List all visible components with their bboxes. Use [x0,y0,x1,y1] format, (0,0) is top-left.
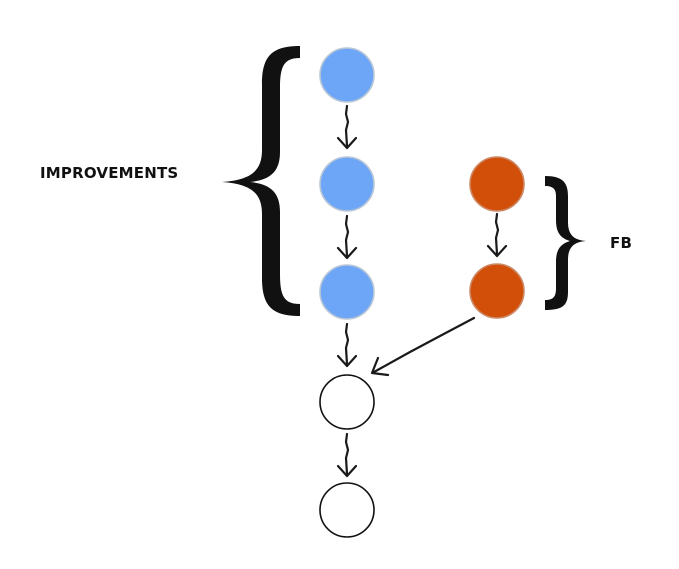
edge-fb-1-to-fb-2 [486,212,508,258]
commit-node-improvement-2 [319,156,375,212]
edge-improvement-3-to-base-1 [336,322,358,368]
commit-node-fb-1 [469,156,525,212]
commit-node-fb-2 [469,263,525,319]
edge-base-1-to-base-2 [336,432,358,478]
improvements-label: IMPROVEMENTS [40,164,178,182]
edge-improvement-1-to-improvement-2 [336,104,358,150]
fb-label: FB [610,234,632,252]
edge-improvement-2-to-improvement-3 [336,214,358,260]
commit-node-base-2 [319,482,375,538]
fb-brace [545,176,586,310]
commit-node-improvement-1 [319,47,375,103]
edge-fb-2-to-base-1 [370,316,476,377]
commit-node-improvement-3 [319,264,375,320]
improvements-brace [222,46,300,316]
commit-node-base-1 [319,374,375,430]
